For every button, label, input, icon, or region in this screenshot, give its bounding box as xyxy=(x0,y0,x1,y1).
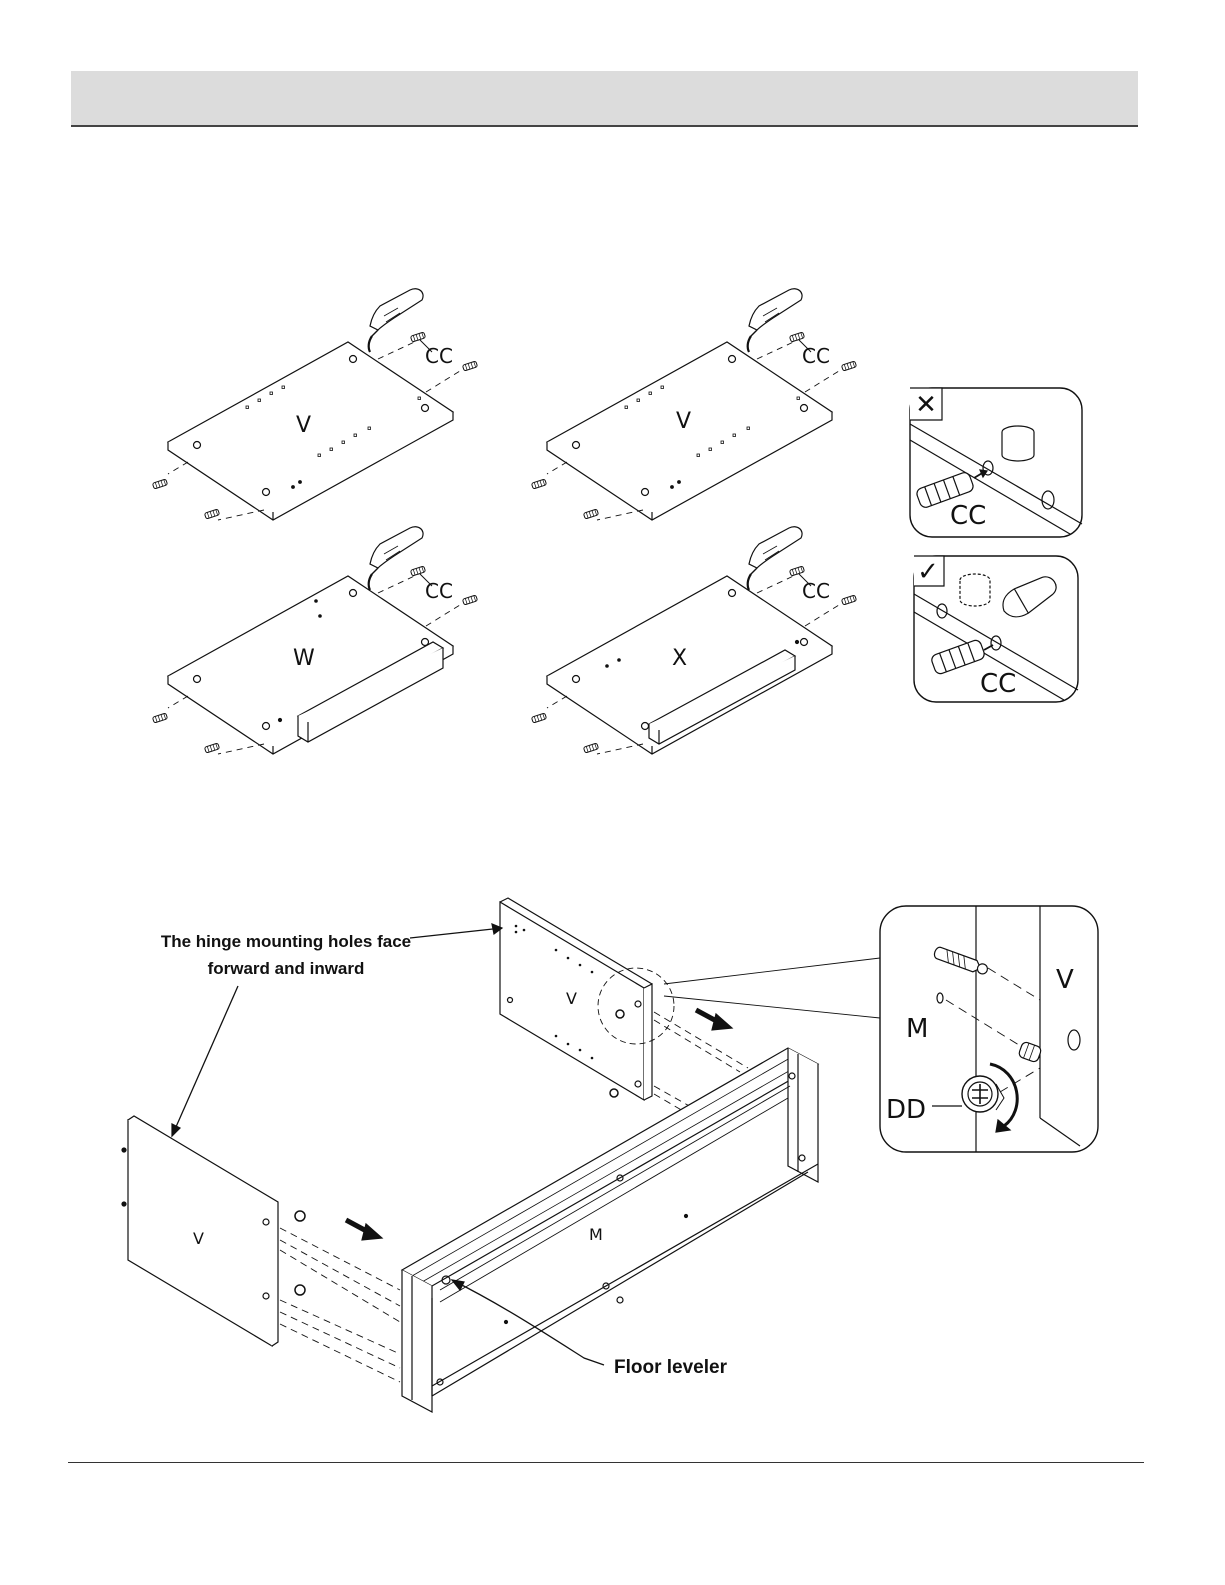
step2-illustrations: V V xyxy=(122,898,1098,1412)
panel-v-top-left xyxy=(168,338,468,520)
detail-right-label: CC xyxy=(980,669,1016,699)
panel-label-v: V xyxy=(676,409,691,434)
panel-front-label: V xyxy=(193,1229,204,1248)
panel-back-label: V xyxy=(566,989,577,1008)
footer-rule xyxy=(68,1462,1144,1463)
wrong-mark-icon: ✕ xyxy=(915,390,937,420)
part-label-cc: CC xyxy=(425,579,453,603)
zoom-label-v: V xyxy=(1056,965,1074,995)
step1-illustrations: CC V CC V xyxy=(152,289,1082,754)
callout-hinge-holes-line2: forward and inward xyxy=(208,959,365,978)
part-label-cc: CC xyxy=(802,579,830,603)
check-mark-icon: ✓ xyxy=(917,557,939,587)
panel-w xyxy=(168,572,468,754)
part-label-cc: CC xyxy=(425,344,453,368)
panel-label-w: W xyxy=(293,646,315,671)
panel-label-x: X xyxy=(672,646,687,671)
frame-label: M xyxy=(589,1225,603,1244)
callout-floor-leveler: Floor leveler xyxy=(614,1357,728,1378)
zoom-label-dd: DD xyxy=(886,1095,926,1125)
panel-v-front xyxy=(122,1116,305,1346)
panel-label-v: V xyxy=(296,413,311,438)
detail-wrong-label: CC xyxy=(950,501,986,531)
part-label-cc: CC xyxy=(802,344,830,368)
frame-m xyxy=(402,1048,818,1412)
zoom-label-m: M xyxy=(906,1014,928,1044)
callout-hinge-holes-line1: The hinge mounting holes face xyxy=(161,932,411,951)
